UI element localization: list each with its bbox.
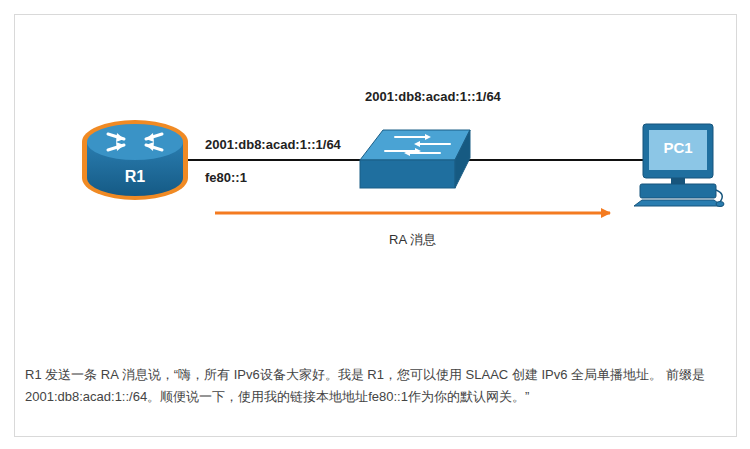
switch-icon (360, 130, 470, 188)
pc-node: PC1 (610, 110, 725, 214)
prefix-address: 2001:db8:acad:1::1/64 (365, 89, 501, 104)
device-name: PC1 (649, 139, 707, 156)
link-local-address: fe80::1 (205, 170, 247, 185)
message-arrow (215, 212, 610, 215)
interface-address: 2001:db8:acad:1::1/64 (205, 137, 341, 152)
frame-border (15, 15, 737, 437)
cable (184, 159, 362, 161)
cable (468, 159, 648, 161)
router-node: R1 (80, 110, 215, 214)
device-name: R1 (80, 168, 190, 186)
pc-icon (634, 124, 724, 207)
router-icon (82, 120, 188, 200)
message-label: RA 消息 (387, 231, 438, 249)
caption-text: R1 发送一条 RA 消息说，“嗨，所有 IPv6设备大家好。我是 R1，您可以… (25, 364, 727, 408)
